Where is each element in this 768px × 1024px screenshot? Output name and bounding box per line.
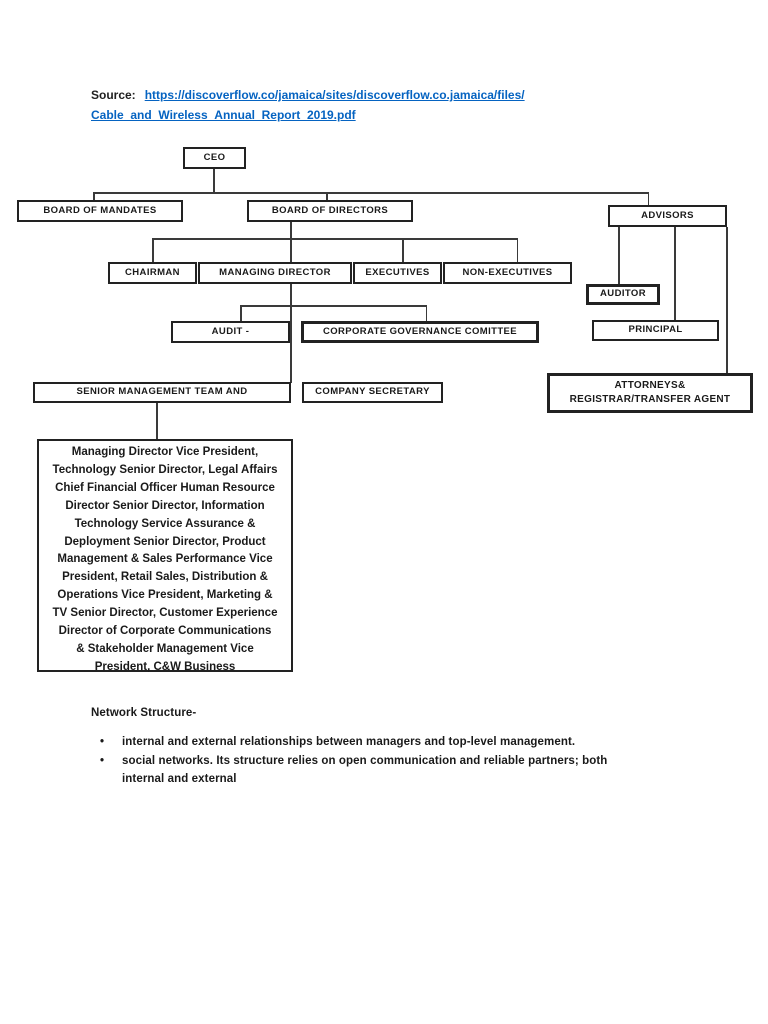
source-link-line2[interactable]: Cable_and_Wireless_Annual_Report_2019.pd… (91, 108, 356, 122)
bullet-text: internal and external relationships betw… (122, 736, 576, 748)
connector-advisors-drop (647, 192, 649, 206)
org-box-ceo: CEO (183, 147, 246, 169)
bullet-text: social networks. Its structure relies on… (122, 754, 608, 786)
org-box-advisors: ADVISORS (608, 205, 727, 227)
org-box-principal: PRINCIPAL (592, 320, 719, 341)
bullet-icon: • (100, 754, 105, 767)
connector-chairman-drop (152, 238, 154, 263)
network-structure-list: • internal and external relationships be… (100, 733, 648, 789)
org-box-non-executives: NON-EXECUTIVES (443, 262, 572, 284)
connector-ceo-drop (213, 169, 215, 192)
source-citation: Source: https://discoverflow.co/jamaica/s… (91, 85, 525, 125)
org-box-company-secretary: COMPANY SECRETARY (302, 382, 443, 403)
connector-audit-horizontal (240, 305, 427, 307)
connector-advisors-principal (674, 227, 676, 321)
org-box-corporate-governance-committee: CORPORATE GOVERNANCE COMITTEE (301, 321, 539, 343)
connector-directors-down (290, 222, 292, 263)
org-box-attorneys-registrar: ATTORNEYS& REGISTRAR/TRANSFER AGENT (547, 373, 753, 413)
org-box-chairman: CHAIRMAN (108, 262, 197, 284)
connector-advisors-auditor (618, 227, 620, 285)
connector-corpgov-drop (425, 305, 427, 322)
connector-mandates-drop (93, 192, 95, 201)
connector-directors-drop (326, 192, 328, 201)
org-box-managing-director: MANAGING DIRECTOR (198, 262, 352, 284)
source-label: Source: (91, 88, 136, 102)
connector-executives-drop (402, 238, 404, 263)
org-box-senior-management-members: Managing Director Vice President, Techno… (37, 439, 293, 673)
org-box-board-of-mandates: BOARD OF MANDATES (17, 200, 183, 222)
connector-senior-management-drop (156, 403, 158, 440)
org-box-senior-management-team: SENIOR MANAGEMENT TEAM AND (33, 382, 291, 403)
connector-advisors-attorneys (726, 227, 728, 374)
list-item: • internal and external relationships be… (100, 733, 648, 752)
connector-audit-drop (240, 305, 242, 322)
org-box-executives: EXECUTIVES (353, 262, 442, 284)
org-box-board-of-directors: BOARD OF DIRECTORS (247, 200, 413, 222)
connector-managing-director-down (290, 284, 292, 383)
list-item: • social networks. Its structure relies … (100, 752, 648, 789)
network-structure-heading: Network Structure- (91, 707, 197, 719)
connector-nonexecutives-drop (516, 238, 518, 263)
connector-row2-horizontal (152, 238, 518, 240)
org-box-auditor: AUDITOR (586, 284, 660, 305)
org-box-audit-committee: AUDIT - (171, 321, 290, 343)
connector-top-horizontal (93, 192, 649, 194)
source-link-line1[interactable]: https://discoverflow.co/jamaica/sites/di… (144, 88, 525, 102)
bullet-icon: • (100, 736, 105, 748)
